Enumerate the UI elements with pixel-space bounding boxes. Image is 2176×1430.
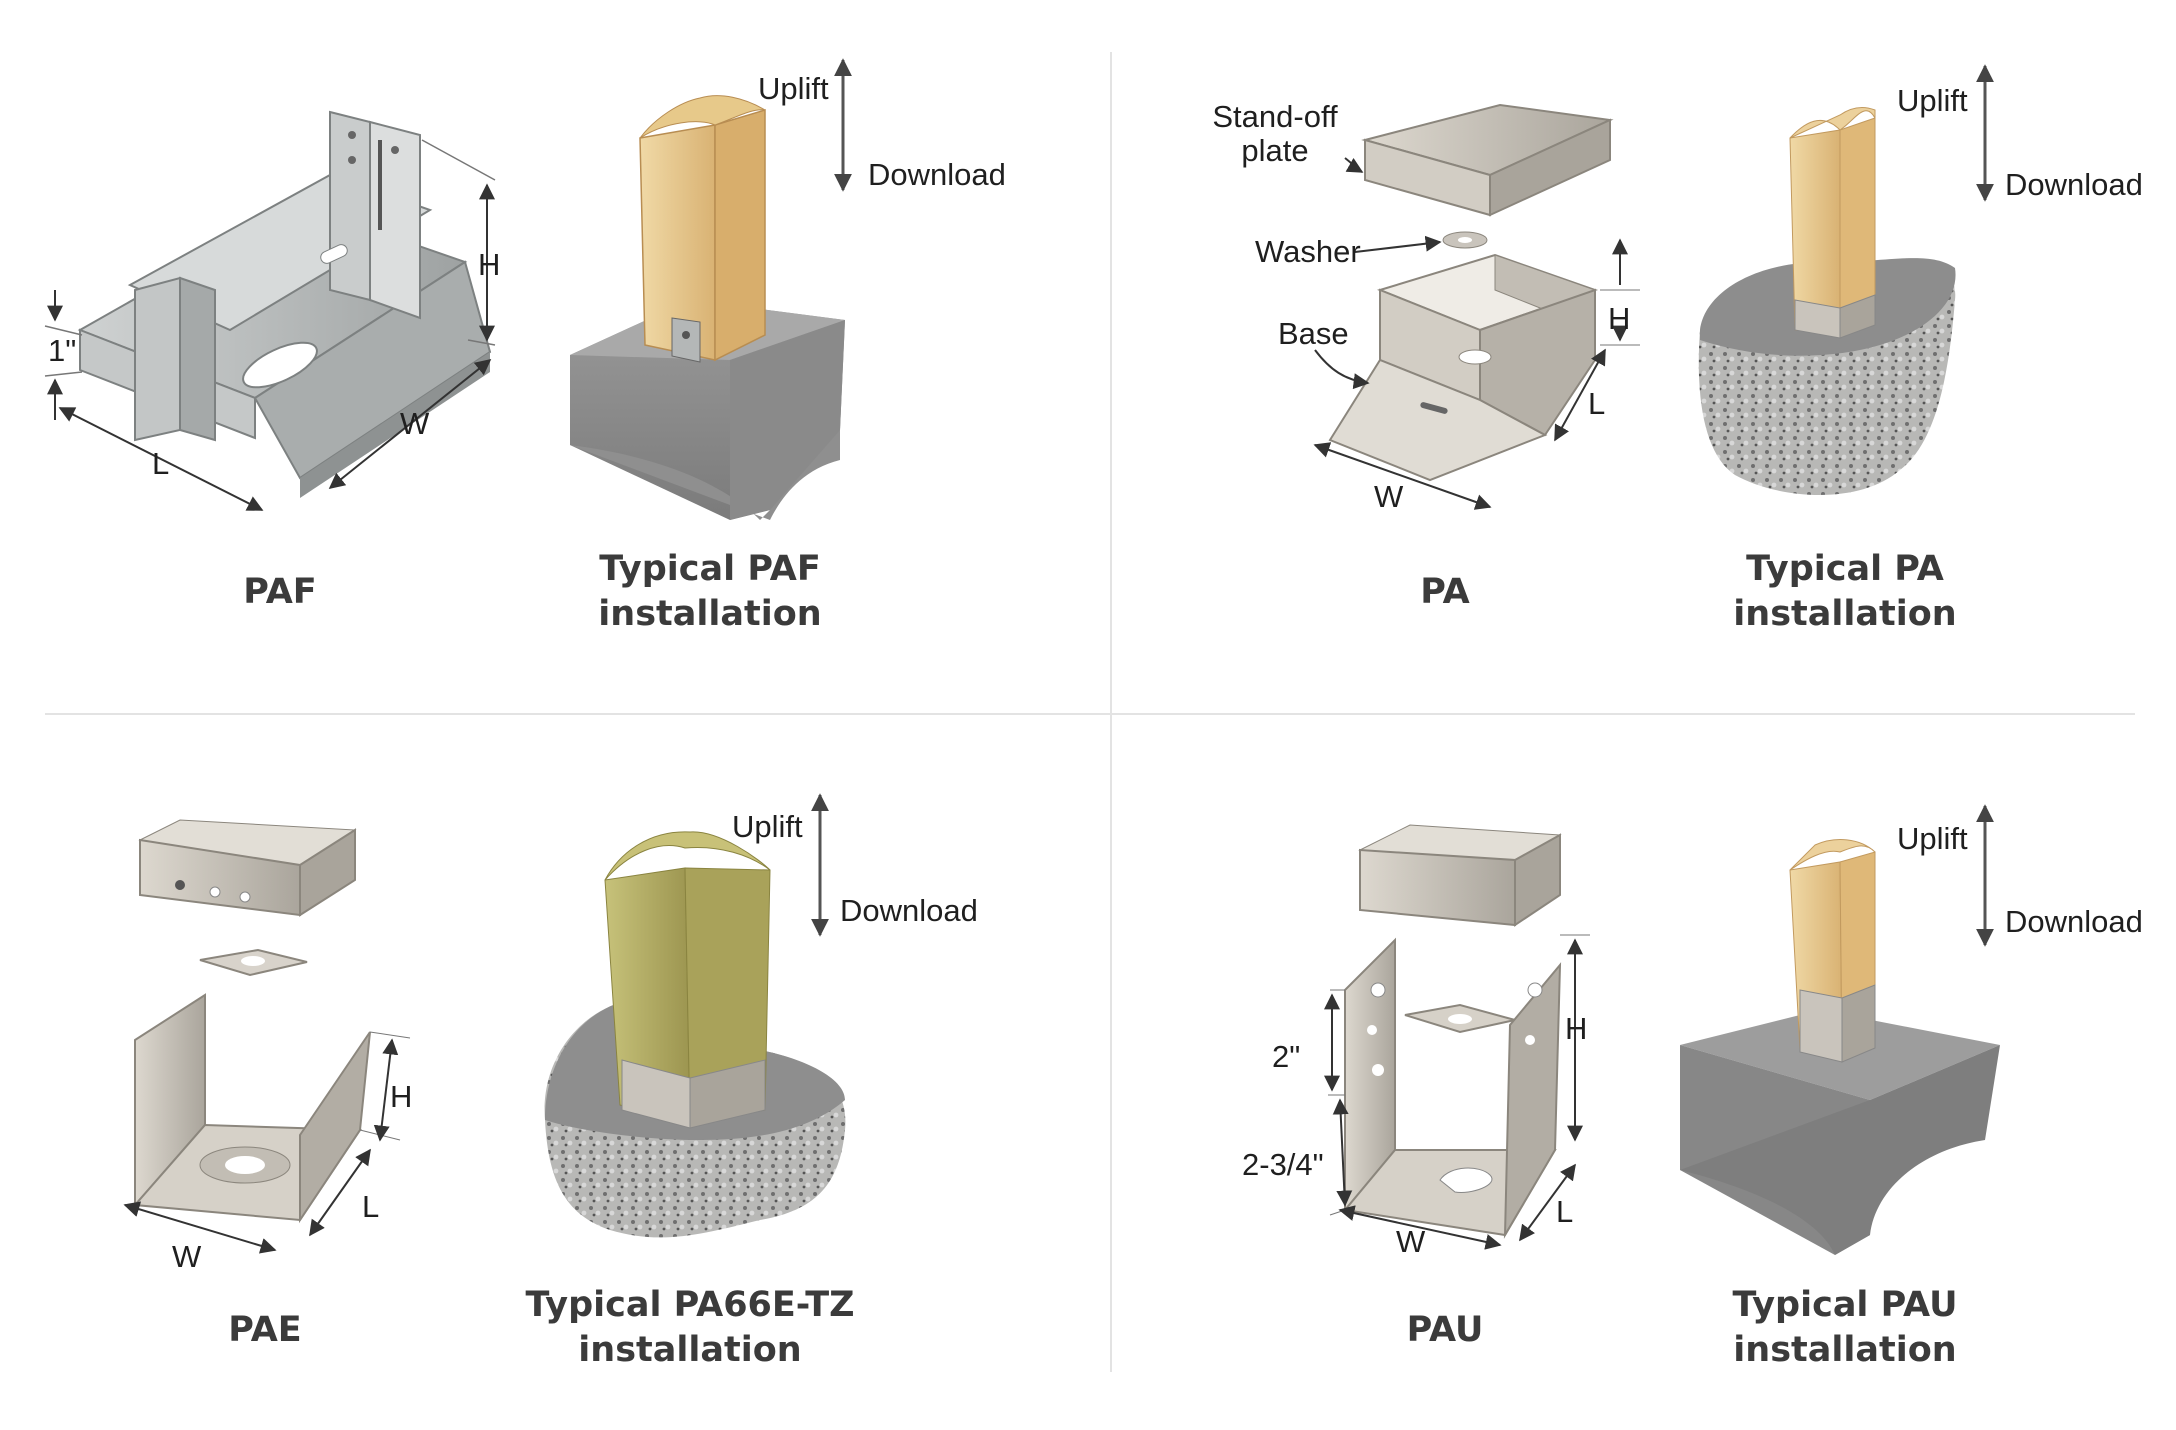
pa-install-drawing	[1698, 107, 1956, 495]
pa-base-label: Base	[1278, 316, 1349, 351]
pa-install-caption: Typical PA installation	[1700, 547, 1990, 637]
pa-download-label: Download	[2005, 167, 2143, 202]
paf-dim-length: L	[152, 446, 170, 481]
pae-dim-width: W	[172, 1239, 202, 1274]
paf-download-label: Download	[868, 157, 1006, 192]
paf-install-caption-line1: Typical PAF	[599, 549, 821, 589]
pae-download-label: Download	[840, 893, 978, 928]
paf-install-caption: Typical PAF installation	[560, 547, 860, 637]
horizontal-divider	[45, 713, 2135, 715]
pau-download-label: Download	[2005, 904, 2143, 939]
pa-uplift-label: Uplift	[1897, 83, 1968, 118]
paf-dim-width: W	[400, 406, 430, 441]
pau-dim-height: H	[1565, 1011, 1588, 1046]
pae-dim-length: L	[362, 1189, 380, 1224]
pau-dim-length: L	[1556, 1194, 1574, 1229]
pau-caption: PAU	[1406, 1310, 1484, 1350]
pa-standoff-label: Stand-off plate	[1205, 100, 1345, 168]
pau-dim-width: W	[1396, 1224, 1426, 1259]
pau-dim-upper: 2"	[1272, 1039, 1301, 1074]
pae-install-caption-line1: Typical PA66E-TZ	[525, 1285, 855, 1325]
pae-caption: PAE	[228, 1310, 302, 1350]
pae-dim-height: H	[390, 1079, 413, 1114]
pa-install-caption-line1: Typical PA	[1746, 549, 1944, 589]
paf-dim-top: 1"	[48, 333, 77, 368]
pa-dim-length: L	[1588, 386, 1606, 421]
paf-uplift-label: Uplift	[758, 71, 829, 106]
pau-connector-drawing	[1324, 824, 1590, 1250]
load-arrows	[811, 58, 1994, 947]
pa-install-caption-line2: installation	[1733, 594, 1957, 634]
pae-install-caption: Typical PA66E-TZ installation	[510, 1283, 870, 1373]
pa-dim-height: H	[1608, 301, 1631, 336]
pau-install-caption-line1: Typical PAU	[1732, 1285, 1958, 1325]
pa-standoff-line1: Stand-off	[1212, 99, 1338, 134]
pau-install-caption-line2: installation	[1733, 1330, 1957, 1370]
paf-install-caption-line2: installation	[598, 594, 822, 634]
pau-dim-lower: 2-3/4"	[1242, 1147, 1324, 1182]
pa-dim-width: W	[1374, 479, 1404, 514]
pae-connector-drawing	[123, 819, 411, 1254]
pau-install-caption: Typical PAU installation	[1700, 1283, 1990, 1373]
pae-uplift-label: Uplift	[732, 809, 803, 844]
vertical-divider	[1110, 52, 1112, 1372]
pau-install-drawing	[1680, 839, 2000, 1255]
pa-washer-label: Washer	[1255, 234, 1361, 269]
paf-dim-height: H	[478, 247, 501, 282]
paf-caption: PAF	[243, 572, 317, 612]
pae-install-caption-line2: installation	[578, 1330, 802, 1370]
pau-uplift-label: Uplift	[1897, 821, 1968, 856]
pa-standoff-line2: plate	[1241, 133, 1309, 168]
paf-connector-drawing	[44, 110, 496, 511]
pa-connector-drawing	[1313, 103, 1640, 510]
paf-install-drawing	[570, 95, 845, 520]
pa-caption: PA	[1420, 572, 1470, 612]
pae-install-drawing	[544, 831, 846, 1238]
